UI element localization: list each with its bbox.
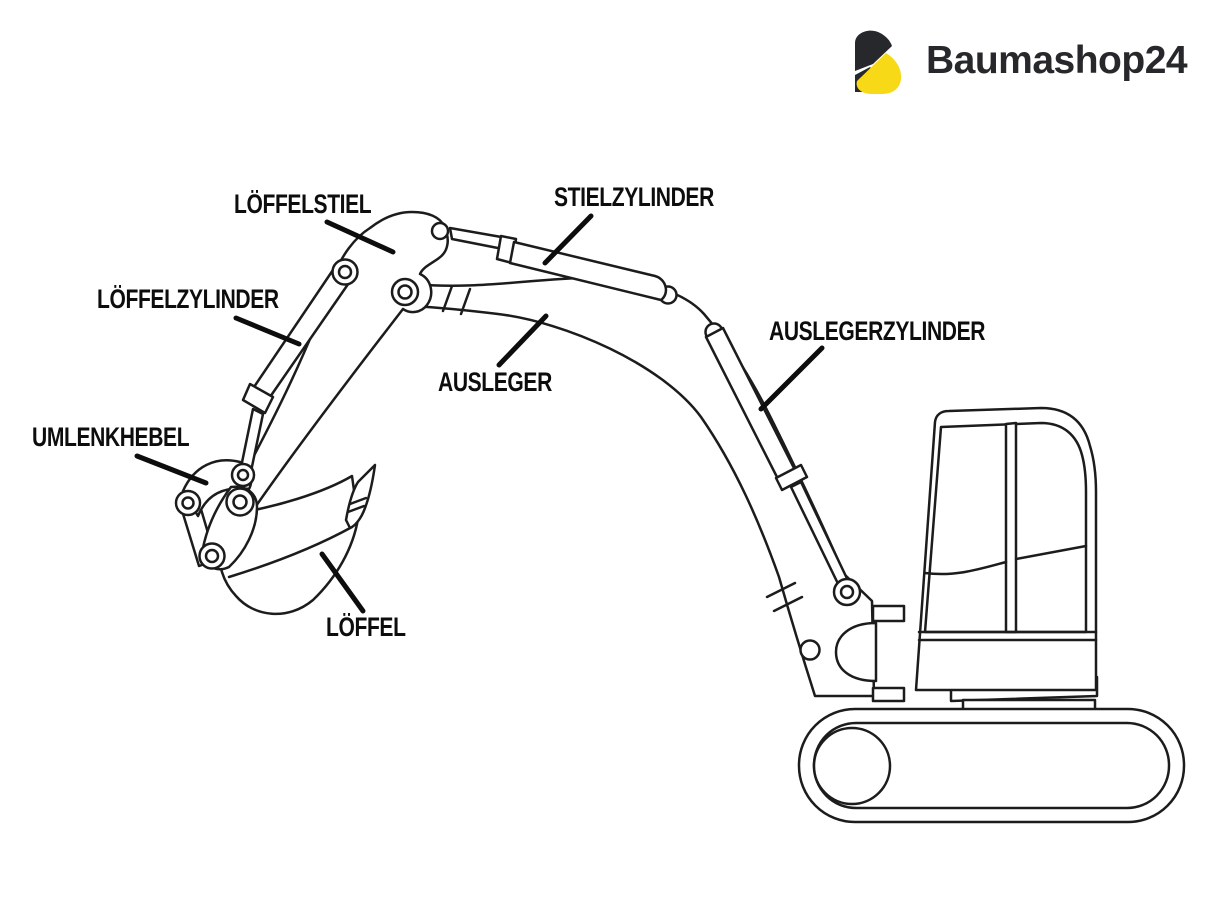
label-umlenkhebel: UMLENKHEBEL: [32, 422, 190, 452]
label-text: LÖFFELZYLINDER: [97, 284, 279, 314]
bracket-pin: [799, 639, 821, 661]
label-text: AUSLEGERZYLINDER: [769, 316, 986, 346]
bucket-cylinder-shape: [237, 262, 355, 483]
brand-logo-icon: [855, 30, 902, 94]
label-text: LÖFFEL: [326, 612, 406, 642]
label-text: AUSLEGER: [438, 367, 552, 397]
leader-lines: [134, 213, 825, 614]
label-loeffelzylinder: LÖFFELZYLINDER: [97, 286, 279, 313]
label-ausleger: AUSLEGER: [438, 369, 552, 396]
label-text: UMLENKHEBEL: [32, 422, 190, 452]
track-shape: [797, 707, 1186, 824]
label-text: STIELZYLINDER: [554, 182, 714, 212]
label-loeffelstiel: LÖFFELSTIEL: [234, 189, 372, 219]
brand-name: Baumashop24: [926, 39, 1188, 82]
label-loeffel: LÖFFEL: [326, 614, 406, 641]
label-auslegerzylinder: AUSLEGERZYLINDER: [769, 318, 985, 345]
label-text: LÖFFELSTIEL: [234, 189, 372, 219]
dipper-arm-shape: [230, 210, 449, 513]
label-stielzylinder: STIELZYLINDER: [554, 184, 714, 211]
linkage-pins: [174, 221, 450, 570]
brand-logo: Baumashop24: [848, 26, 1188, 96]
cab-shape: [914, 406, 1098, 692]
